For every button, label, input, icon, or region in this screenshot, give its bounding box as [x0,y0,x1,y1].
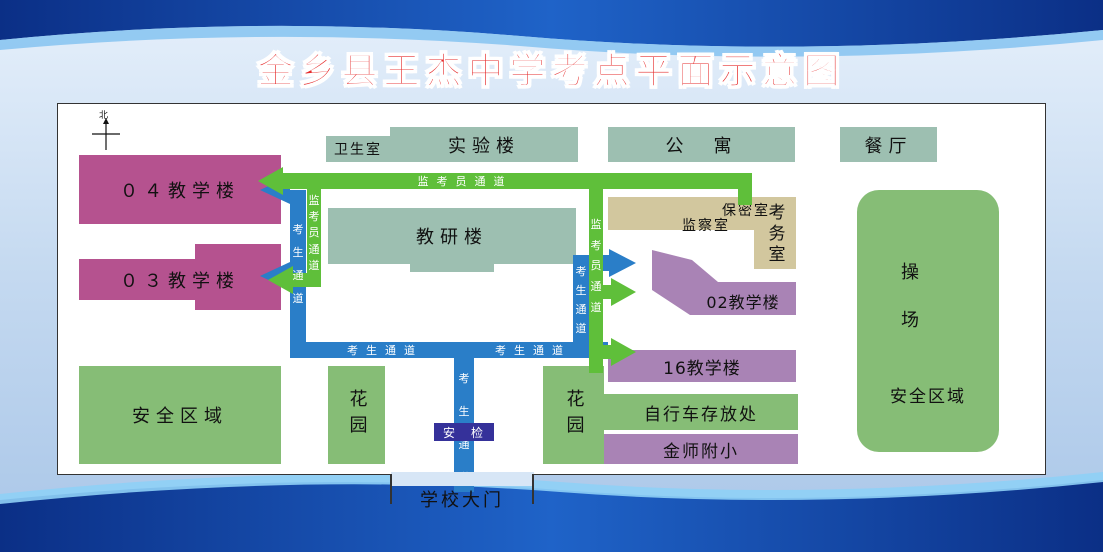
gate-post-right [532,474,534,504]
teaching-research-ext [410,262,494,272]
proctor-left-char: 监 [308,193,320,207]
exam-office-tower [754,197,796,269]
building-03: ０３教学楼 [79,259,281,300]
student-left-char: 道 [292,292,304,305]
student-left-char: 生 [292,246,304,259]
clinic: 卫生室 [326,136,390,162]
playground [857,190,999,452]
teaching-research-building: 教研楼 [328,208,576,264]
student-right-char: 通 [575,303,587,316]
student-left-char: 考 [292,223,304,236]
student-gate-char: 考 [458,372,470,385]
student-left-char: 通 [292,269,304,282]
supervision-room: 监察室 [682,218,730,234]
proctor-right-char: 监 [590,217,602,231]
bike-parking: 自行车存放处 [604,394,798,430]
gate-post-left [390,474,392,504]
building-16: 16教学楼 [608,350,796,382]
proctor-left-char: 员 [308,226,320,240]
playground-safe-area: 安全区域 [890,387,966,407]
proctor-right-char: 通 [590,280,602,294]
student-right-char: 生 [575,284,587,297]
building-02-shape [652,250,796,315]
student-channel-left: 考 生 通 道 [290,218,306,310]
proctor-left-char: 通 [308,242,320,256]
canteen: 餐厅 [840,127,937,162]
student-channel-bottom-left: 考生通道 [347,344,423,357]
proctor-right-char: 员 [590,259,602,273]
exam-affairs-office: 考务室 [764,202,785,266]
proctor-right-char: 考 [590,238,602,252]
proctor-channel-left: 监 考 员 通 道 [307,192,321,274]
apartment: 公 寓 [608,127,795,162]
proctor-left-char: 考 [308,210,320,224]
garden-left: 花园 [328,366,385,464]
garden-right: 花园 [543,366,604,464]
proctor-left-char: 道 [308,259,320,273]
proctor-right-char: 道 [590,301,602,315]
compass-icon [92,118,120,150]
student-gate-char: 生 [458,405,470,418]
confidential-room: 保密室 [722,203,770,219]
student-right-char: 考 [575,265,587,278]
building-04: ０４教学楼 [79,155,281,224]
north-label: 北 [99,111,109,121]
student-channel-bottom-right: 考生通道 [495,344,571,357]
lab-building: 实验楼 [390,127,578,162]
security-check: 安 检 [434,423,494,441]
school-gate-label: 学校大门 [420,490,504,511]
building-02: 02教学楼 [706,293,780,312]
page-title: 金乡县王杰中学考点平面示意图 [257,51,846,93]
gate-opening [391,472,534,486]
primary-school: 金师附小 [604,434,798,464]
student-channel-right: 考 生 通 道 [573,262,589,338]
proctor-channel-top: 监考员通道 [417,175,513,188]
safe-area: 安全区域 [79,366,281,464]
proctor-channel-right: 监 考 员 通 道 [589,214,603,318]
student-gate-char: 通 [458,438,470,451]
student-right-char: 道 [575,322,587,335]
